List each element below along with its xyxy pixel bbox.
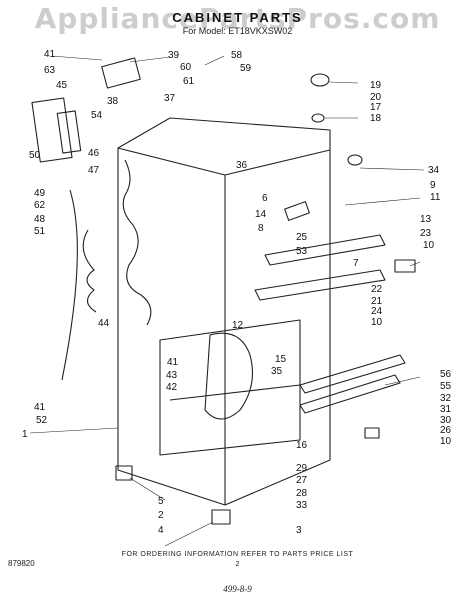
callout-25: 25 bbox=[296, 232, 308, 243]
callout-10c: 10 bbox=[440, 436, 452, 447]
drain-tube bbox=[61, 189, 78, 381]
callout-20: 20 bbox=[370, 92, 382, 103]
cabinet-front-edge bbox=[117, 147, 226, 505]
cabinet-shell bbox=[117, 117, 331, 506]
callout-36: 36 bbox=[236, 160, 248, 171]
middle-rail bbox=[254, 269, 386, 301]
callout-62: 62 bbox=[34, 200, 46, 211]
callout-58: 58 bbox=[231, 50, 243, 61]
bracket bbox=[284, 201, 310, 221]
cabinet-top-edge bbox=[224, 149, 331, 176]
callout-41c: 41 bbox=[167, 357, 179, 368]
callout-61: 61 bbox=[183, 76, 195, 87]
control-panel bbox=[31, 97, 73, 163]
callout-46: 46 bbox=[88, 148, 100, 159]
callout-22: 22 bbox=[371, 284, 383, 295]
callout-45: 45 bbox=[56, 80, 68, 91]
callout-17: 17 bbox=[370, 102, 382, 113]
callout-63: 63 bbox=[44, 65, 56, 76]
callout-14: 14 bbox=[255, 209, 267, 220]
plug-button bbox=[347, 154, 363, 166]
callout-16: 16 bbox=[296, 440, 308, 451]
compressor-housing bbox=[204, 332, 253, 420]
callout-12: 12 bbox=[232, 320, 244, 331]
callout-21: 21 bbox=[371, 296, 383, 307]
callout-31: 31 bbox=[440, 404, 452, 415]
callout-11: 11 bbox=[430, 192, 441, 203]
callout-6: 6 bbox=[262, 193, 268, 204]
callout-8: 8 bbox=[258, 223, 264, 234]
callout-52: 52 bbox=[36, 415, 48, 426]
callout-59: 59 bbox=[240, 63, 252, 74]
callout-9: 9 bbox=[430, 180, 436, 191]
callout-27: 27 bbox=[296, 475, 308, 486]
callout-2: 2 bbox=[158, 510, 164, 521]
callout-23: 23 bbox=[420, 228, 432, 239]
bottom-rail bbox=[299, 374, 401, 414]
callout-42: 42 bbox=[166, 382, 178, 393]
callout-37: 37 bbox=[164, 93, 176, 104]
callout-28: 28 bbox=[296, 488, 308, 499]
control-panel-window bbox=[56, 110, 82, 154]
callout-4: 4 bbox=[158, 525, 164, 536]
diagram-title: CABINET PARTS bbox=[172, 10, 303, 25]
callout-3: 3 bbox=[296, 525, 302, 536]
callout-56: 56 bbox=[440, 369, 452, 380]
callout-48: 48 bbox=[34, 214, 46, 225]
power-cord bbox=[82, 229, 97, 313]
callout-53: 53 bbox=[296, 246, 308, 257]
callout-60: 60 bbox=[180, 62, 192, 73]
callout-54: 54 bbox=[91, 110, 103, 121]
liner-shelf bbox=[169, 384, 301, 401]
callout-13: 13 bbox=[420, 214, 432, 225]
callout-18: 18 bbox=[370, 113, 382, 124]
model-number: For Model: ET18VKXSW02 bbox=[182, 26, 293, 36]
upper-rail bbox=[264, 234, 386, 266]
callout-39: 39 bbox=[168, 50, 180, 61]
callout-34: 34 bbox=[428, 165, 440, 176]
lower-hinge bbox=[394, 259, 416, 273]
callout-33: 33 bbox=[296, 500, 308, 511]
callout-35: 35 bbox=[271, 366, 283, 377]
lower-rail bbox=[299, 354, 406, 394]
callout-51: 51 bbox=[34, 226, 46, 237]
callout-41: 41 bbox=[44, 49, 56, 60]
handwritten-code: 499-8-9 bbox=[223, 584, 252, 594]
callout-15: 15 bbox=[275, 354, 287, 365]
hinge-plate bbox=[101, 57, 141, 89]
callout-32: 32 bbox=[440, 393, 452, 404]
callout-24: 24 bbox=[371, 306, 383, 317]
callout-50: 50 bbox=[29, 150, 41, 161]
hinge-cover bbox=[310, 73, 330, 87]
liner-lower bbox=[159, 319, 301, 456]
callout-44: 44 bbox=[98, 318, 110, 329]
callout-43: 43 bbox=[166, 370, 178, 381]
document-number: 879820 bbox=[8, 559, 35, 568]
callout-29: 29 bbox=[296, 463, 308, 474]
callout-10b: 10 bbox=[371, 317, 383, 328]
callout-55: 55 bbox=[440, 381, 452, 392]
callout-38: 38 bbox=[107, 96, 119, 107]
callout-26: 26 bbox=[440, 425, 452, 436]
callout-47: 47 bbox=[88, 165, 100, 176]
page-number: 2 bbox=[235, 561, 240, 568]
cabinet-cutaway bbox=[122, 159, 152, 326]
callout-30: 30 bbox=[440, 415, 452, 426]
callout-49: 49 bbox=[34, 188, 46, 199]
leveling-leg bbox=[211, 509, 231, 525]
ordering-note: FOR ORDERING INFORMATION REFER TO PARTS … bbox=[121, 551, 354, 558]
callout-10: 10 bbox=[423, 240, 435, 251]
callout-5: 5 bbox=[158, 496, 164, 507]
cam bbox=[364, 427, 380, 439]
callout-1: 1 bbox=[22, 429, 28, 440]
callout-7: 7 bbox=[353, 258, 359, 269]
callout-41b: 41 bbox=[34, 402, 46, 413]
bushing bbox=[311, 113, 325, 123]
watermark: AppliancePartsPros.com bbox=[34, 2, 441, 35]
callout-19: 19 bbox=[370, 80, 382, 91]
front-roller bbox=[115, 465, 133, 481]
